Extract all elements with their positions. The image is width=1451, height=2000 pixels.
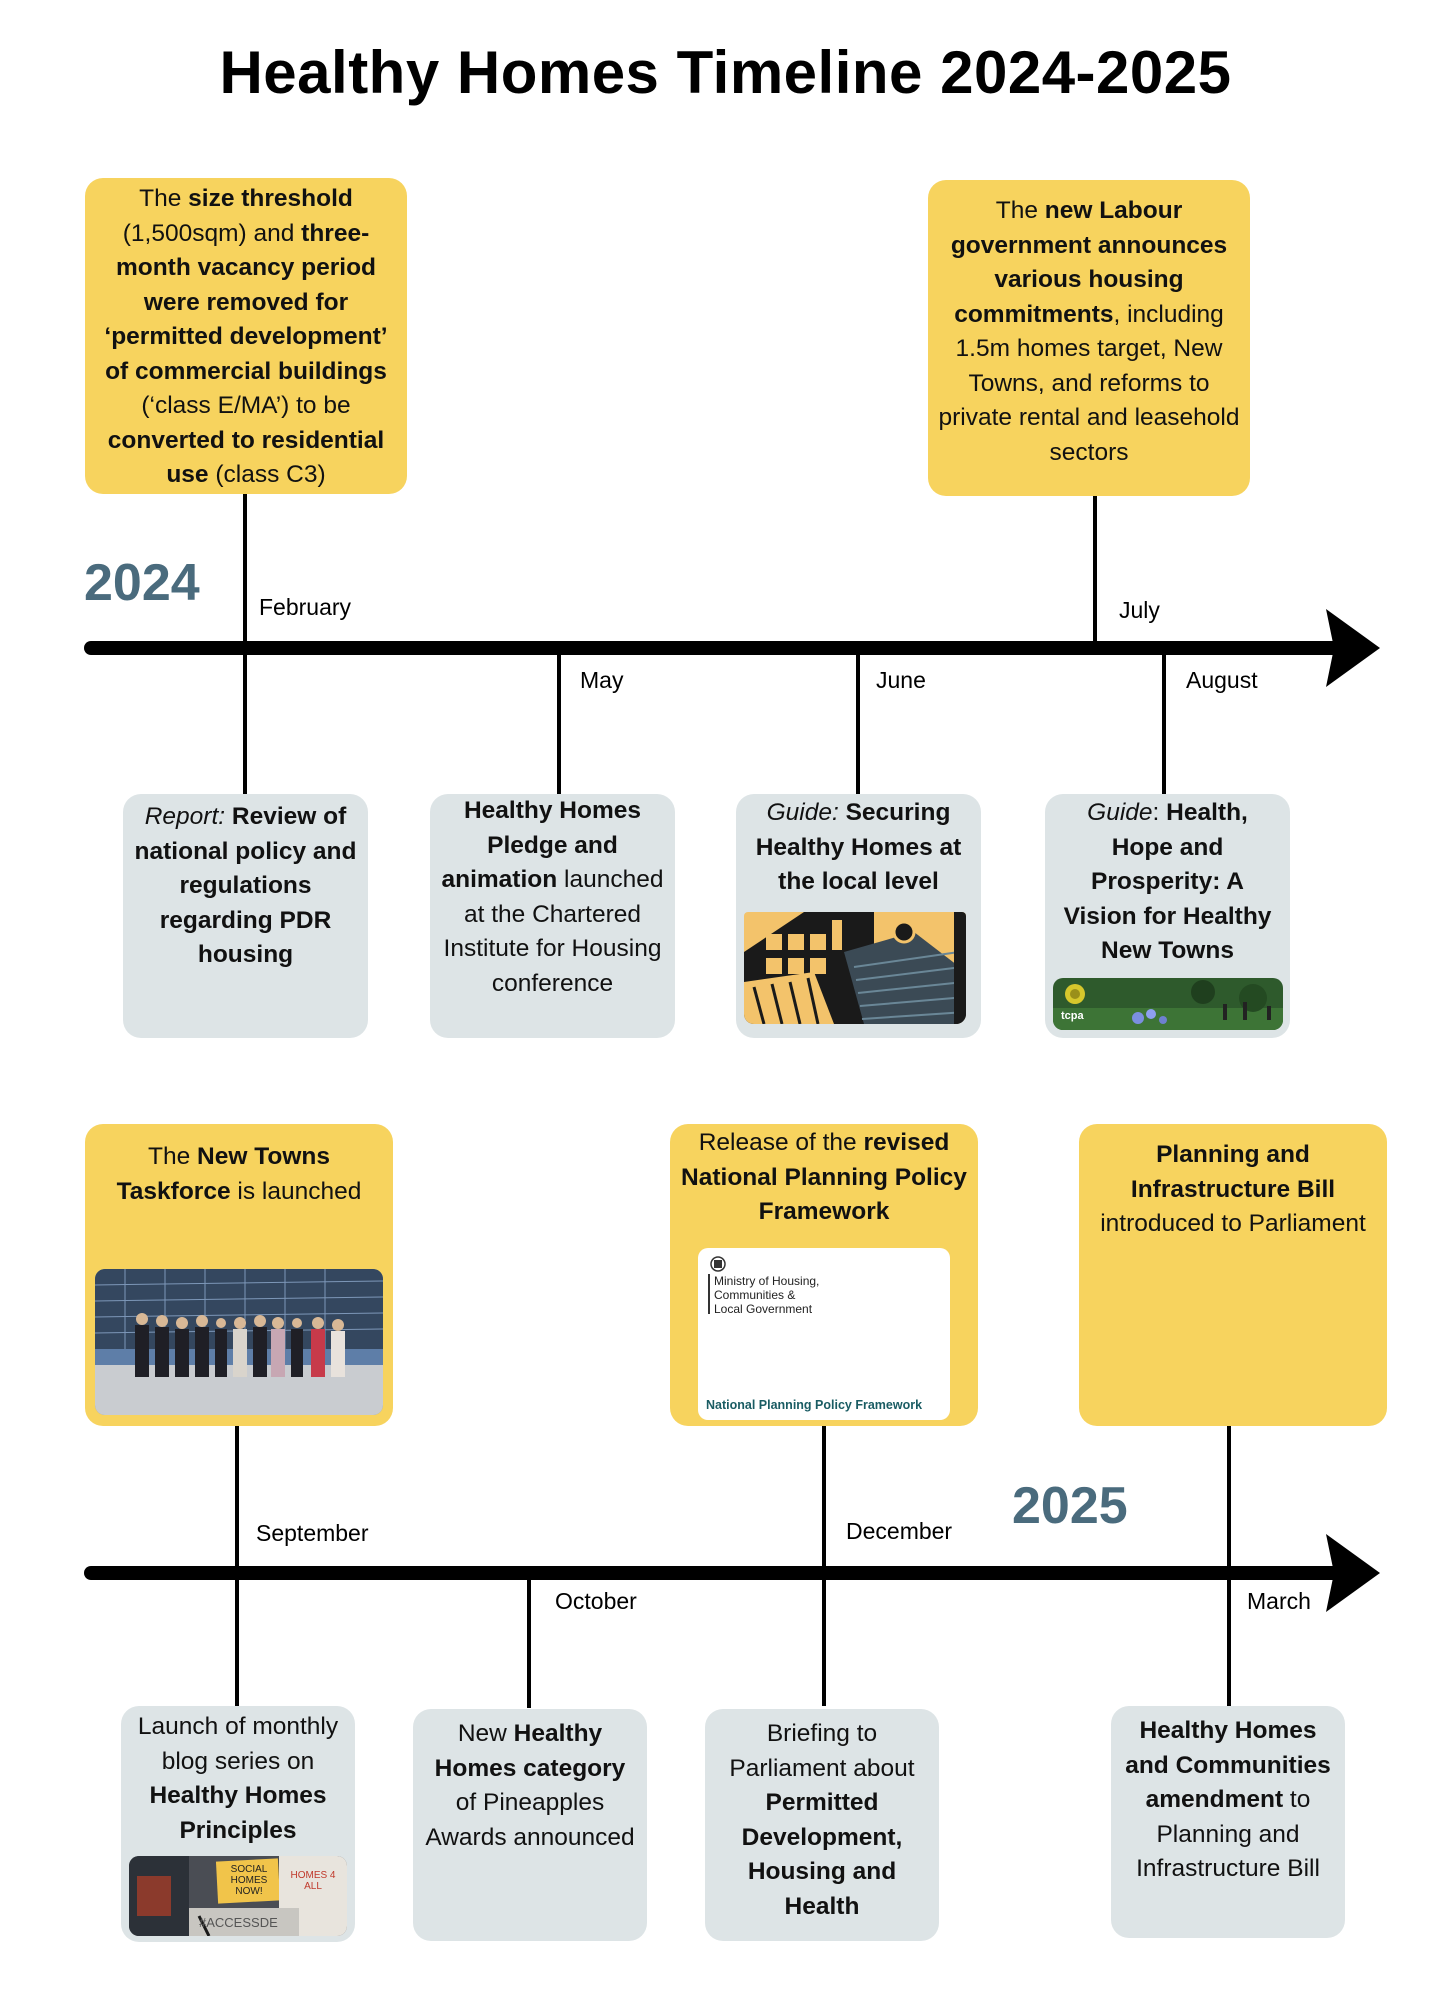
houses-illustration-image — [744, 912, 966, 1024]
event-card-may-bottom: Healthy Homes Pledge and animation launc… — [430, 794, 675, 1038]
month-label-march: March — [1247, 1588, 1311, 1614]
page-title: Healthy Homes Timeline 2024-2025 — [219, 39, 1232, 106]
month-label-december: December — [846, 1518, 953, 1544]
year-label-2024: 2024 — [84, 554, 200, 612]
month-label-july: July — [1119, 597, 1160, 623]
nppf-document-image: Ministry of Housing, Communities & Local… — [698, 1248, 950, 1420]
month-label-september: September — [256, 1520, 369, 1546]
event-card-august-bottom: Guide: Health, Hope and Prosperity: A Vi… — [1045, 794, 1290, 1038]
tcpa-logo-text: tcpa — [1061, 1010, 1084, 1022]
event-card-september-bottom: Launch of monthly blog series on Healthy… — [121, 1706, 355, 1942]
connector-august — [1162, 654, 1166, 794]
nppf-org-name: Ministry of Housing, Communities & Local… — [714, 1274, 820, 1316]
event-card-march-bottom: Healthy Homes and Communities amendment … — [1111, 1706, 1345, 1938]
connector-july — [1093, 496, 1097, 648]
month-label-october: October — [555, 1588, 637, 1614]
protest-sign-text-2: HOMES 4 ALL — [290, 1870, 336, 1892]
arrow-head-icon-2025 — [1326, 1534, 1380, 1612]
month-label-june: June — [876, 667, 926, 693]
timeline-axis-2024 — [84, 641, 1344, 655]
event-card-july-top: The new Labour government announces vari… — [928, 180, 1250, 496]
event-card-march-top: Planning and Infrastructure Bill introdu… — [1079, 1124, 1387, 1426]
timeline-axis-2025 — [84, 1566, 1344, 1580]
protest-sign-text-1: SOCIAL HOMES NOW! — [230, 1864, 268, 1897]
event-card-october-bottom: New Healthy Homes category of Pineapples… — [413, 1709, 647, 1941]
connector-february — [243, 492, 247, 794]
event-card-september-top: The New Towns Taskforce is launched — [85, 1124, 393, 1426]
event-card-december-top: Release of the revised National Planning… — [670, 1124, 978, 1426]
event-card-december-bottom: Briefing to Parliament about Permitted D… — [705, 1709, 939, 1941]
protest-sign-text-3: #ACCESSDE — [199, 1915, 278, 1930]
protest-signs-image: SOCIAL HOMES NOW! HOMES 4 ALL #ACCESSDE — [129, 1856, 347, 1936]
year-label-2025: 2025 — [1012, 1477, 1128, 1535]
connector-may — [557, 654, 561, 794]
connector-december — [822, 1424, 826, 1706]
crest-rule — [708, 1274, 710, 1314]
connector-october — [527, 1578, 531, 1708]
connector-march — [1227, 1424, 1231, 1706]
connector-june — [856, 654, 860, 794]
month-label-february: February — [259, 594, 352, 620]
event-card-february-bottom: Report: Review of national policy and re… — [123, 794, 368, 1038]
nppf-doc-title: National Planning Policy Framework — [706, 1398, 923, 1412]
connector-september — [235, 1424, 239, 1706]
month-label-may: May — [580, 667, 624, 693]
arrow-head-icon — [1326, 609, 1380, 687]
tcpa-guide-cover-image: tcpa — [1053, 978, 1283, 1030]
event-card-june-bottom: Guide: Securing Healthy Homes at the loc… — [736, 794, 981, 1038]
month-label-august: August — [1186, 667, 1258, 693]
taskforce-photo-image — [95, 1269, 383, 1415]
crest-icon — [710, 1256, 726, 1272]
event-card-february-top: The size threshold (1,500sqm) and three-… — [85, 178, 407, 494]
